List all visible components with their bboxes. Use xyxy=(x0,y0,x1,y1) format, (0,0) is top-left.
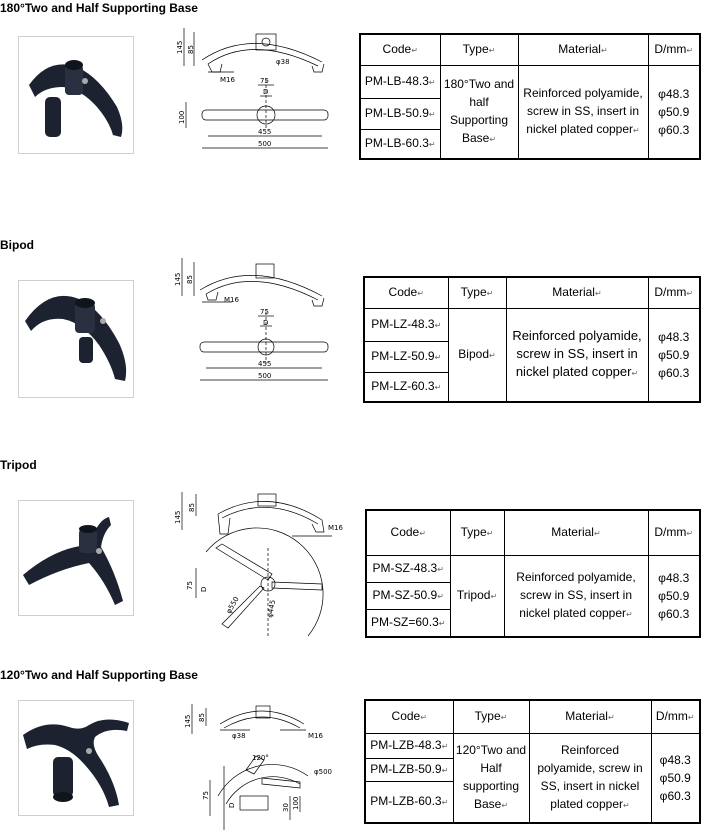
product-photo-120-base xyxy=(18,700,134,816)
dim-d: D xyxy=(228,803,236,808)
dim-100: 100 xyxy=(178,111,186,124)
material-cell: Reinforced polyamide, screw in SS, inser… xyxy=(503,555,649,638)
header-material: Material↵ xyxy=(503,509,649,556)
code-cell: PM-LB-48.3↵ xyxy=(359,65,441,99)
header-code: Code↵ xyxy=(359,33,441,66)
dim-85: 85 xyxy=(187,45,195,54)
header-type: Type↵ xyxy=(452,699,530,734)
type-cell: 180°Two and half Supporting Base↵ xyxy=(439,65,519,160)
dim-500: 500 xyxy=(258,372,271,380)
material-cell: Reinforced polyamide, screw in SS, inser… xyxy=(528,733,652,824)
header-type: Type↵ xyxy=(447,276,507,309)
code-cell: PM-LZ-48.3↵ xyxy=(363,308,449,342)
dim-75: 75 xyxy=(260,308,269,316)
dim-d: D xyxy=(200,587,208,592)
drawing-tripod: 145 85 M16 75 D φ550 φ445 xyxy=(172,488,352,642)
header-type: Type↵ xyxy=(449,509,505,556)
dim-500: 500 xyxy=(258,140,271,148)
spec-table-tripod: Code↵ Type↵ Material↵ D/mm↵ PM-SZ-48.3↵ … xyxy=(365,509,701,638)
header-code: Code↵ xyxy=(365,509,451,556)
drawing-120-base: 145 85 φ38 M16 120° φ500 D 75 30 100 xyxy=(180,700,356,832)
code-cell: PM-LB-50.9↵ xyxy=(359,98,441,130)
type-cell: Bipod↵ xyxy=(447,308,507,403)
type-cell: Tripod↵ xyxy=(449,555,505,638)
header-code: Code↵ xyxy=(364,699,454,734)
dim-m16: M16 xyxy=(224,296,239,304)
section-title-tripod: Tripod xyxy=(0,458,37,472)
header-type: Type↵ xyxy=(439,33,519,66)
header-diameter: D/mm↵ xyxy=(647,276,701,309)
type-cell: 120°Two and Half supporting Base↵ xyxy=(452,733,530,824)
code-cell: PM-LZB-60.3↵ xyxy=(364,781,454,824)
header-diameter: D/mm↵ xyxy=(647,509,701,556)
dim-30: 30 xyxy=(282,803,290,812)
dim-75: 75 xyxy=(202,791,210,800)
code-cell: PM-SZ=60.3↵ xyxy=(365,609,451,638)
dim-85: 85 xyxy=(198,713,206,722)
spec-table-120-base: Code↵ Type↵ Material↵ D/mm↵ PM-LZB-48.3↵… xyxy=(364,699,701,824)
product-photo-bipod xyxy=(18,280,134,398)
dim-100: 100 xyxy=(292,797,300,810)
dim-d: D xyxy=(263,88,268,96)
dim-455: 455 xyxy=(258,128,271,136)
dim-145: 145 xyxy=(174,273,182,286)
dim-m16: M16 xyxy=(220,76,235,84)
dim-145: 145 xyxy=(176,41,184,54)
code-cell: PM-SZ-50.9↵ xyxy=(365,582,451,610)
header-diameter: D/mm↵ xyxy=(650,699,701,734)
dim-120deg: 120° xyxy=(252,754,269,762)
section-title-180-base: 180°Two and Half Supporting Base xyxy=(0,1,198,15)
dim-phi38: φ38 xyxy=(276,58,290,66)
material-cell: Reinforced polyamide, screw in SS, inser… xyxy=(505,308,649,403)
dim-m16: M16 xyxy=(328,524,343,532)
code-cell: PM-LZ-60.3↵ xyxy=(363,372,449,403)
dim-m16: M16 xyxy=(308,732,323,740)
dim-phi38: φ38 xyxy=(232,732,246,740)
spec-table-180-base: Code↵ Type↵ Material↵ D/mm↵ PM-LB-48.3↵ … xyxy=(359,33,701,160)
code-cell: PM-LB-60.3↵ xyxy=(359,129,441,160)
dim-145: 145 xyxy=(174,511,182,524)
dim-phi550: φ550 xyxy=(225,595,241,615)
code-cell: PM-LZB-48.3↵ xyxy=(364,733,454,759)
drawing-bipod: 145 85 M16 75 D 455 500 xyxy=(172,256,332,392)
code-cell: PM-LZ-50.9↵ xyxy=(363,341,449,373)
header-code: Code↵ xyxy=(363,276,449,309)
header-material: Material↵ xyxy=(528,699,652,734)
header-material: Material↵ xyxy=(517,33,649,66)
dim-d: D xyxy=(263,319,268,327)
drawing-180-base: 145 85 M16 φ38 75 D 100 455 500 xyxy=(172,20,332,158)
header-diameter: D/mm↵ xyxy=(647,33,701,66)
code-cell: PM-LZB-50.9↵ xyxy=(364,758,454,782)
product-photo-180-base xyxy=(18,36,134,154)
spec-table-bipod: Code↵ Type↵ Material↵ D/mm↵ PM-LZ-48.3↵ … xyxy=(363,276,701,403)
header-material: Material↵ xyxy=(505,276,649,309)
dim-phi445: φ445 xyxy=(266,599,277,618)
dim-85: 85 xyxy=(188,503,196,512)
dim-75: 75 xyxy=(186,581,194,590)
dim-75: 75 xyxy=(260,77,269,85)
section-title-bipod: Bipod xyxy=(0,238,34,252)
dim-phi500: φ500 xyxy=(314,768,332,776)
code-cell: PM-SZ-48.3↵ xyxy=(365,555,451,583)
material-cell: Reinforced polyamide, screw in SS, inser… xyxy=(517,65,649,160)
dim-145: 145 xyxy=(184,715,192,728)
dim-455: 455 xyxy=(258,360,271,368)
dim-85: 85 xyxy=(186,275,194,284)
product-photo-tripod xyxy=(18,500,134,616)
section-title-120-base: 120°Two and Half Supporting Base xyxy=(0,668,198,682)
